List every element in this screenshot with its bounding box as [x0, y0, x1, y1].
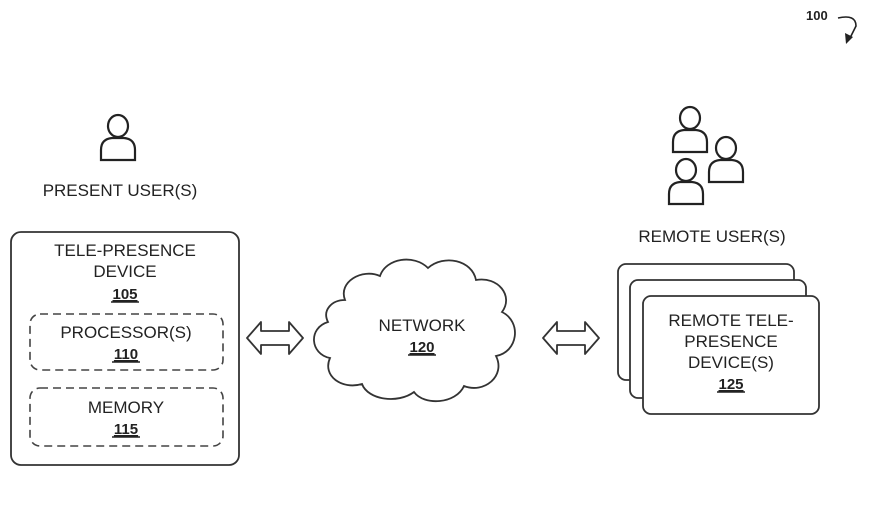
network-ref: 120 — [409, 339, 434, 356]
right-bidirectional-arrow — [542, 321, 600, 355]
remote-device-line-3: DEVICE(S) — [688, 353, 774, 372]
present-user-icon — [99, 113, 137, 162]
network-cloud — [313, 258, 516, 403]
memory-box — [29, 387, 224, 447]
memory-ref: 115 — [114, 421, 138, 438]
processor-label: PROCESSOR(S) — [60, 323, 191, 342]
remote-users-icon — [667, 105, 745, 206]
figure-ref-arrowhead — [845, 33, 853, 44]
figure-ref: 100 — [806, 8, 828, 23]
memory-label: MEMORY — [88, 398, 164, 417]
remote-device-box-front — [642, 295, 820, 415]
remote-device-ref: 125 — [718, 376, 743, 393]
figure-ref-arrow — [837, 16, 857, 39]
tele-presence-device-ref: 105 — [112, 286, 137, 303]
left-bidirectional-arrow — [246, 321, 304, 355]
present-users-label: PRESENT USER(S) — [43, 181, 198, 200]
tele-presence-device-title-2: DEVICE — [93, 262, 156, 281]
processor-ref: 110 — [114, 346, 138, 363]
remote-device-line-2: PRESENCE — [684, 332, 778, 351]
tele-presence-device-title-1: TELE-PRESENCE — [54, 241, 196, 260]
remote-users-label: REMOTE USER(S) — [638, 227, 785, 246]
network-label: NETWORK — [379, 316, 467, 335]
processor-box — [29, 313, 224, 371]
remote-device-line-1: REMOTE TELE- — [668, 311, 793, 330]
